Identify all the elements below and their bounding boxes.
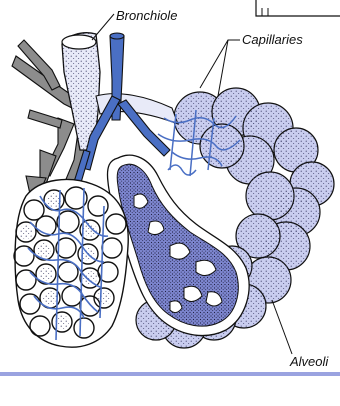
label-alveoli: Alveoli xyxy=(289,354,329,369)
label-capillaries: Capillaries xyxy=(242,32,303,47)
label-capillaries-group: Capillaries xyxy=(200,32,303,96)
label-bronchiole-group: Bronchiole xyxy=(92,8,177,40)
footer-bar xyxy=(0,372,340,376)
label-alveoli-group: Alveoli xyxy=(272,300,329,369)
label-bronchiole: Bronchiole xyxy=(116,8,177,23)
corner-box-fragment xyxy=(256,0,340,16)
left-alveolar-cluster xyxy=(14,180,128,348)
